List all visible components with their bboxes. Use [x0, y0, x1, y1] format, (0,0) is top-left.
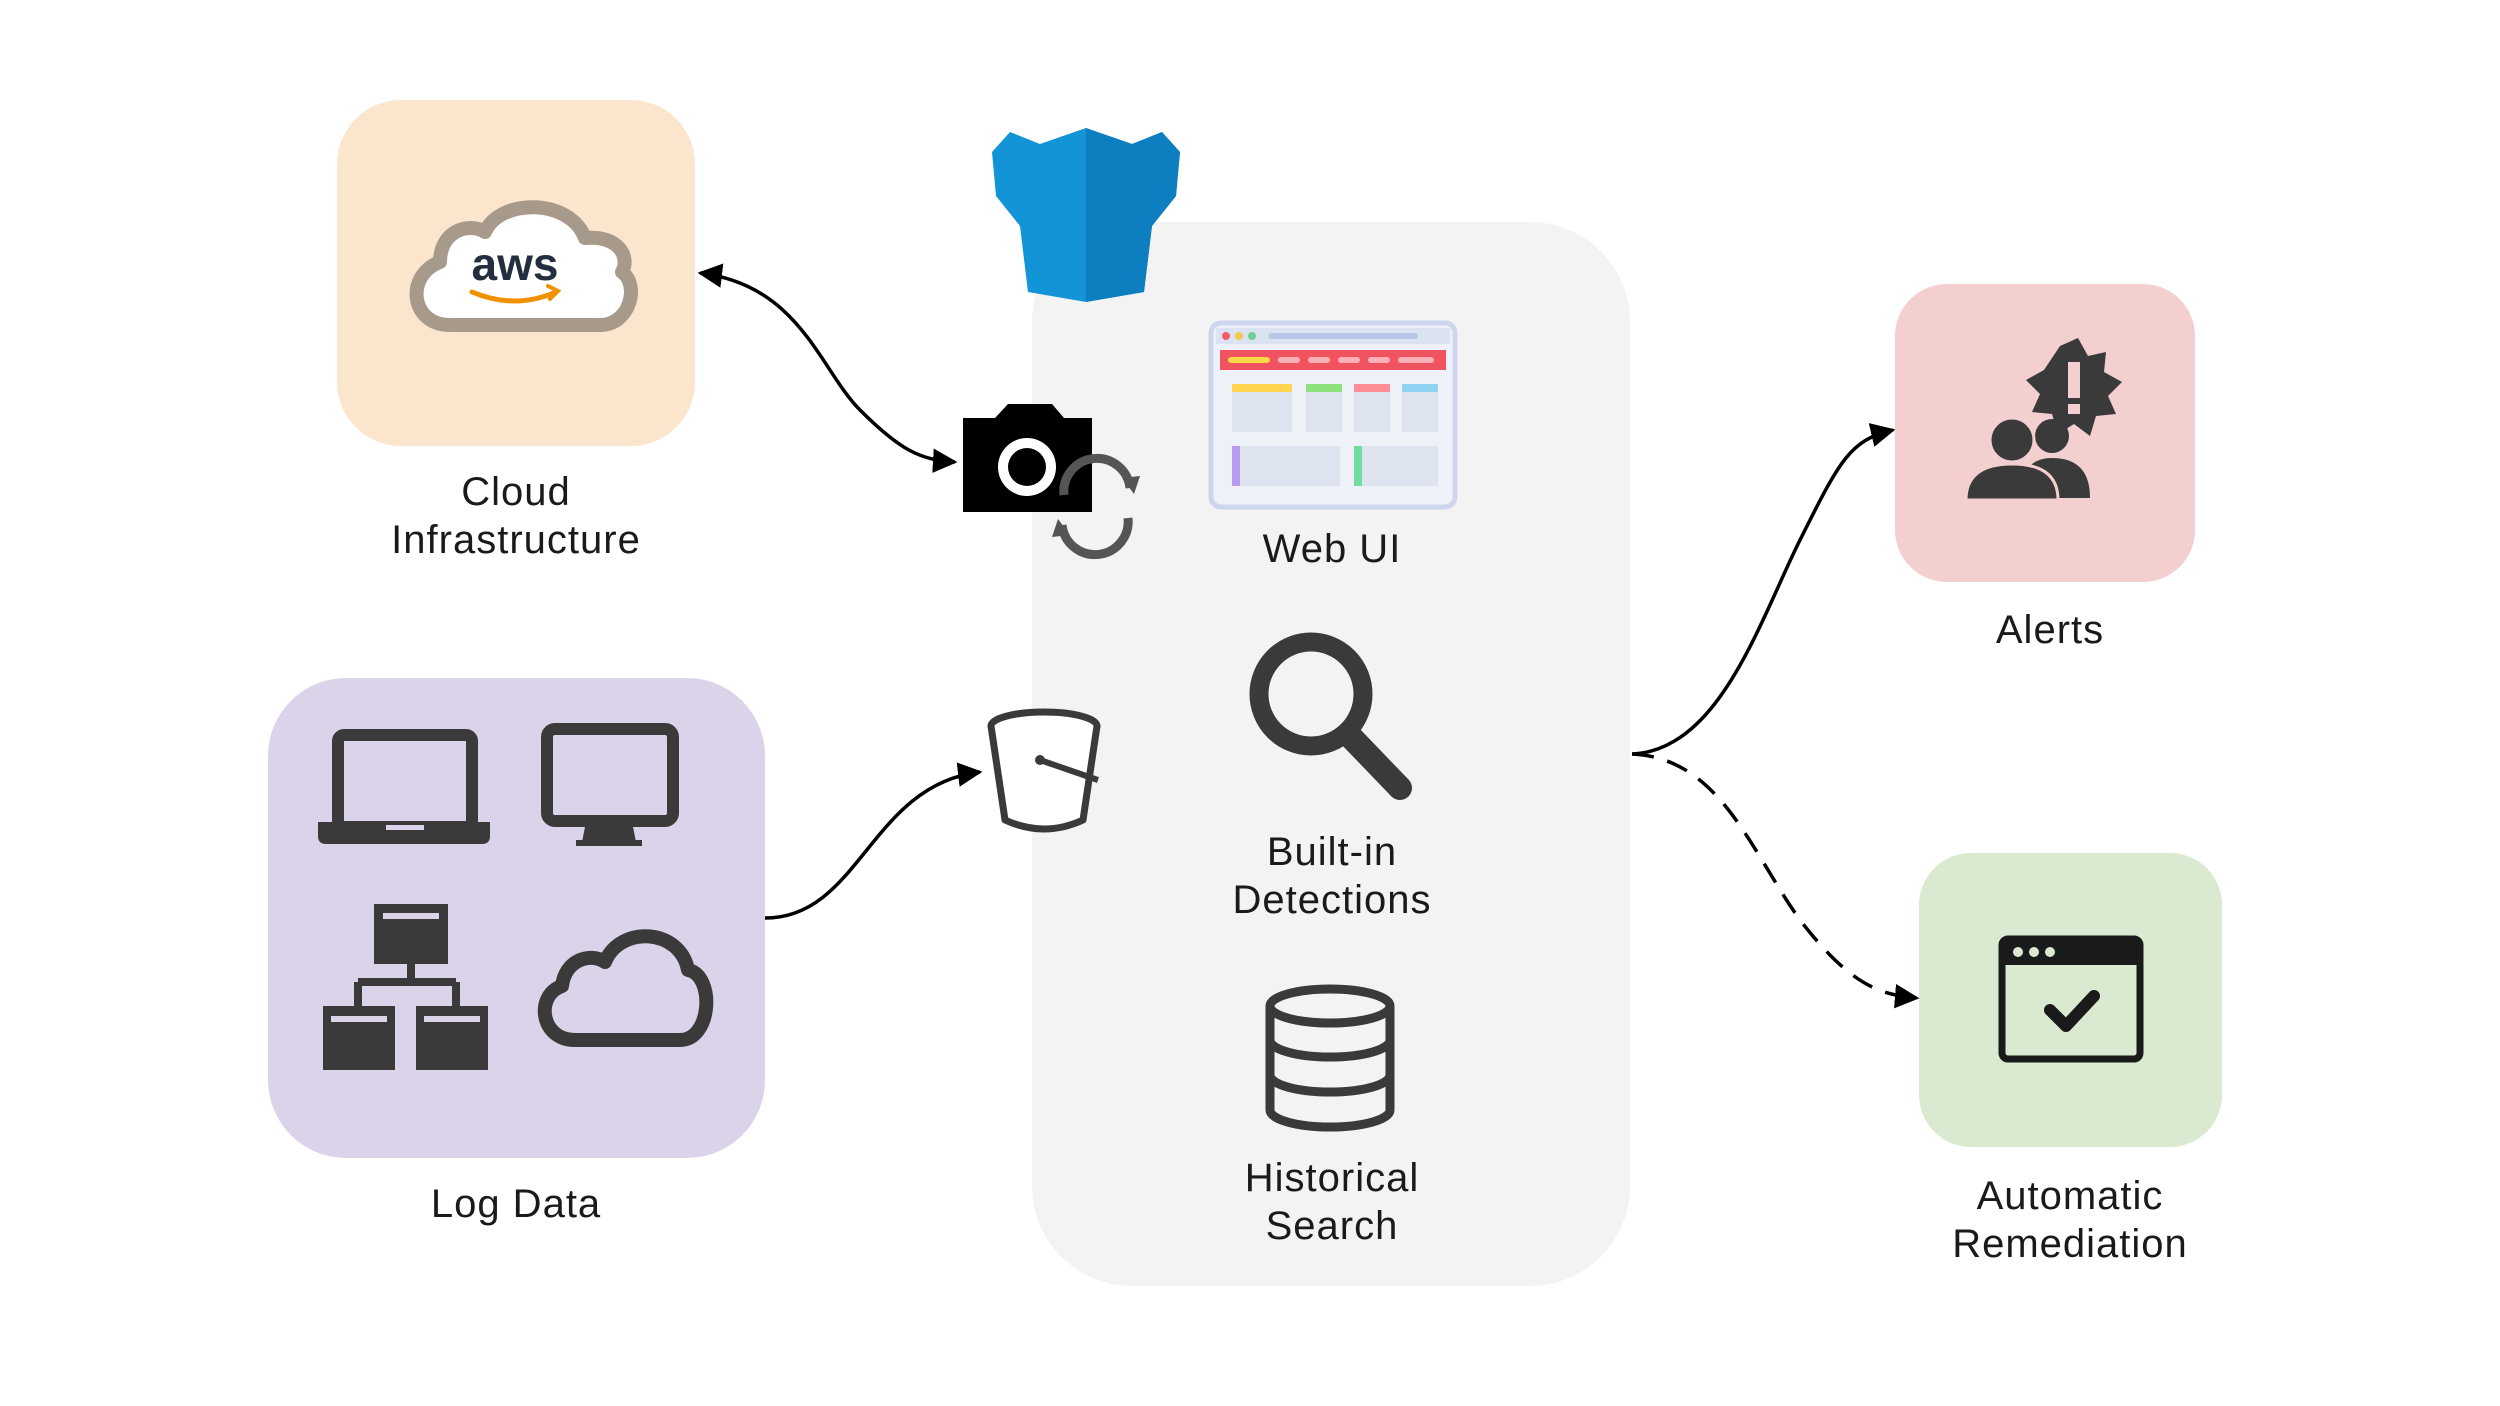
cloud-label-line-2: Infrastructure	[391, 518, 641, 562]
built-in-detections-label: Built-in Detections	[1132, 828, 1532, 924]
logs-bucket-connector	[764, 762, 983, 920]
magnifier-icon	[1249, 632, 1412, 800]
monitor-icon	[541, 723, 679, 846]
alerts-label: Alerts	[1850, 606, 2250, 654]
remediation-label-line-2: Remediation	[1952, 1222, 2188, 1266]
web-ui-label: Web UI	[1132, 525, 1532, 573]
remediation-icon	[1998, 935, 2144, 1063]
cloud-icon	[537, 929, 714, 1047]
cloud-label-line-1: Cloud	[461, 470, 571, 514]
web-ui-label-text: Web UI	[1262, 527, 1402, 571]
camera-sync-icon	[963, 404, 1140, 560]
laptop-icon	[318, 729, 490, 844]
database-icon	[1265, 984, 1395, 1132]
cloud-infrastructure-label: Cloud Infrastructure	[320, 468, 712, 564]
automatic-remediation-label: Automatic Remediation	[1870, 1172, 2270, 1268]
aws-logo-text: aws	[472, 238, 559, 290]
web-ui-icon	[1208, 320, 1458, 510]
remediation-box	[1919, 853, 2222, 1147]
network-icon	[323, 904, 488, 1070]
log-data-label: Log Data	[320, 1180, 712, 1228]
aws-cloud-icon: aws	[409, 200, 638, 332]
historical-search-label: Historical Search	[1132, 1154, 1532, 1250]
search-label-line-2: Search	[1265, 1204, 1399, 1248]
detections-label-line-1: Built-in	[1266, 830, 1398, 874]
hub-remediation-connector	[1631, 752, 1920, 1009]
search-label-line-1: Historical	[1244, 1156, 1420, 1200]
brand-logo-icon	[992, 128, 1180, 302]
alerts-label-text: Alerts	[1995, 608, 2105, 652]
detections-label-line-2: Detections	[1232, 878, 1432, 922]
bucket-icon	[987, 708, 1101, 833]
hub-alerts-connector	[1631, 423, 1896, 756]
cloud-snapshot-connector	[697, 263, 958, 473]
alerts-icon	[1964, 338, 2122, 502]
log-data-label-text: Log Data	[430, 1182, 602, 1226]
remediation-label-line-1: Automatic	[1976, 1174, 2164, 1218]
log-data-box	[268, 678, 765, 1158]
